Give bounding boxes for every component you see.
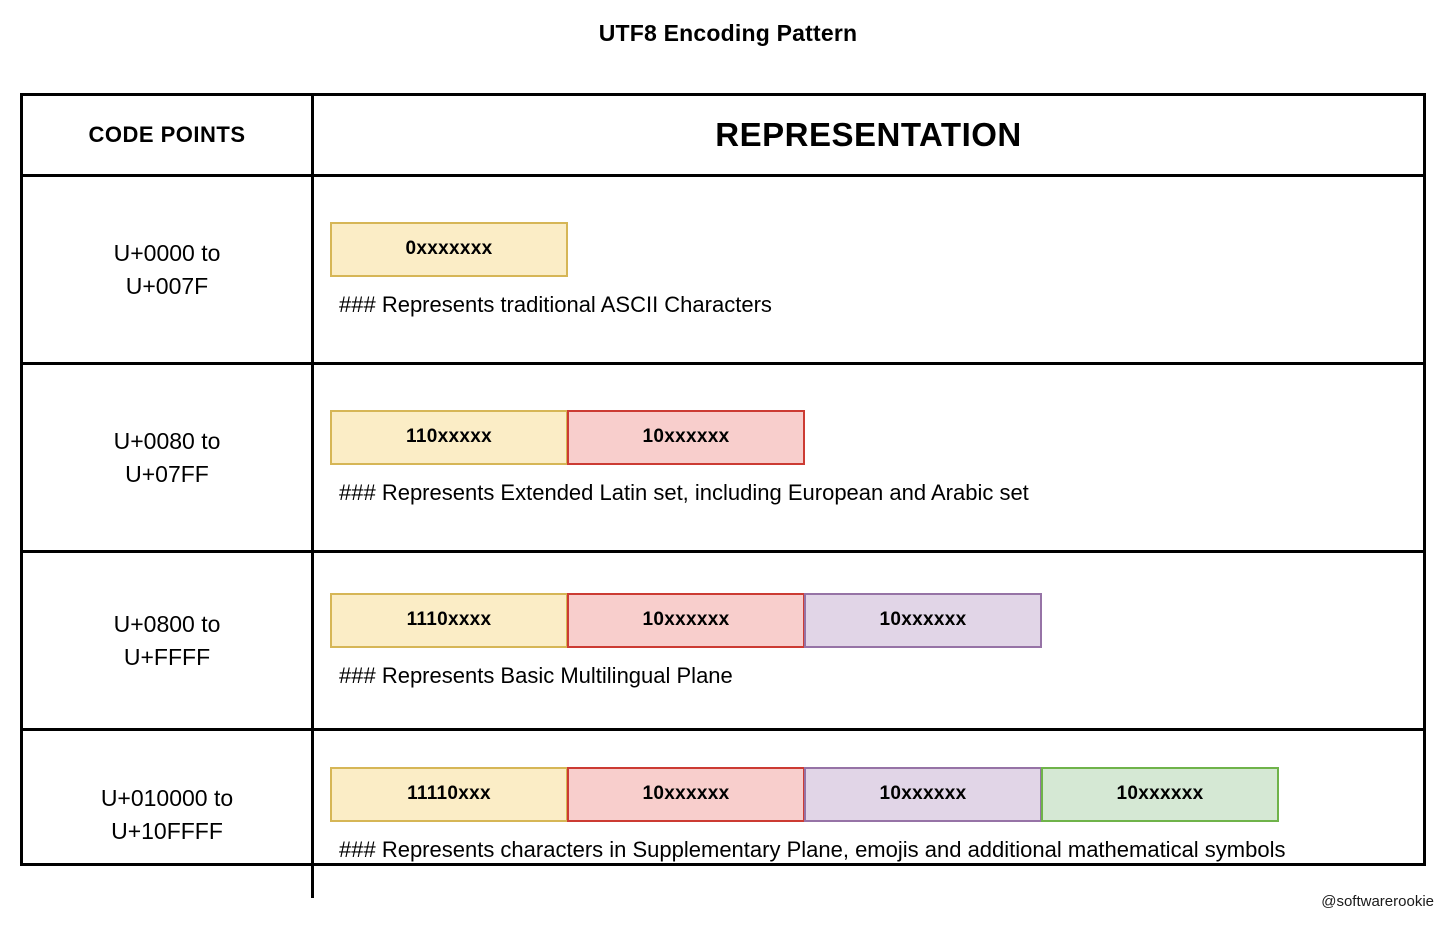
- codepoint-range: U+0080 to U+07FF: [114, 425, 221, 491]
- cell-representation: 11110xxx 10xxxxxx 10xxxxxx 10xxxxxx ### …: [314, 731, 1423, 898]
- byte-strip: 0xxxxxxx: [330, 221, 1423, 277]
- codepoint-range: U+0800 to U+FFFF: [114, 608, 221, 674]
- cell-code-points: U+0000 to U+007F: [23, 177, 314, 362]
- byte-box-leading: 110xxxxx: [330, 409, 568, 465]
- codepoint-range-line2: U+10FFFF: [111, 817, 223, 844]
- cell-representation: 110xxxxx 10xxxxxx ### Represents Extende…: [314, 365, 1423, 550]
- header-cell-representation: REPRESENTATION: [314, 96, 1423, 174]
- byte-box-continuation: 10xxxxxx: [804, 592, 1042, 648]
- utf8-encoding-table: CODE POINTS REPRESENTATION U+0000 to U+0…: [20, 93, 1426, 898]
- table-row: U+0000 to U+007F 0xxxxxxx ### Represents…: [23, 177, 1423, 365]
- codepoint-range-line2: U+FFFF: [123, 643, 211, 670]
- table-row: U+0800 to U+FFFF 1110xxxx 10xxxxxx 10xxx…: [23, 553, 1423, 731]
- header-label-code-points: CODE POINTS: [88, 122, 246, 147]
- byte-box-continuation: 10xxxxxx: [567, 409, 805, 465]
- byte-box-leading: 0xxxxxxx: [330, 221, 568, 277]
- byte-strip: 11110xxx 10xxxxxx 10xxxxxx 10xxxxxx: [330, 766, 1423, 822]
- cell-code-points: U+0080 to U+07FF: [23, 365, 314, 550]
- row-description: ### Represents traditional ASCII Charact…: [339, 291, 772, 317]
- row-description: ### Represents Basic Multilingual Plane: [339, 662, 733, 688]
- cell-code-points: U+0800 to U+FFFF: [23, 553, 314, 728]
- codepoint-range-line2: U+007F: [125, 272, 209, 299]
- row-description: ### Represents Extended Latin set, inclu…: [339, 479, 1029, 505]
- byte-box-continuation: 10xxxxxx: [567, 592, 805, 648]
- watermark-handle: @softwarerookie: [1321, 893, 1434, 910]
- byte-box-leading: 11110xxx: [330, 766, 568, 822]
- codepoint-range: U+0000 to U+007F: [114, 237, 221, 303]
- table-header-row: CODE POINTS REPRESENTATION: [23, 96, 1423, 177]
- byte-strip: 110xxxxx 10xxxxxx: [330, 409, 1423, 465]
- byte-box-leading: 1110xxxx: [330, 592, 568, 648]
- byte-box-continuation: 10xxxxxx: [804, 766, 1042, 822]
- codepoint-range: U+010000 to U+10FFFF: [101, 782, 233, 848]
- codepoint-range-line1: U+010000 to: [100, 784, 234, 811]
- codepoint-range-line1: U+0000 to: [113, 239, 221, 266]
- table-row: U+010000 to U+10FFFF 11110xxx 10xxxxxx 1…: [23, 731, 1423, 898]
- header-cell-code-points: CODE POINTS: [23, 96, 314, 174]
- row-description: ### Represents characters in Supplementa…: [339, 836, 1286, 862]
- page-title: UTF8 Encoding Pattern: [598, 20, 858, 46]
- codepoint-range-line1: U+0800 to: [113, 610, 221, 637]
- codepoint-range-line2: U+07FF: [125, 460, 209, 487]
- header-label-representation: REPRESENTATION: [715, 116, 1022, 153]
- cell-representation: 0xxxxxxx ### Represents traditional ASCI…: [314, 177, 1423, 362]
- byte-box-continuation: 10xxxxxx: [1041, 766, 1279, 822]
- cell-code-points: U+010000 to U+10FFFF: [23, 731, 314, 898]
- table-row: U+0080 to U+07FF 110xxxxx 10xxxxxx ### R…: [23, 365, 1423, 553]
- codepoint-range-line1: U+0080 to: [113, 427, 221, 454]
- byte-strip: 1110xxxx 10xxxxxx 10xxxxxx: [330, 592, 1423, 648]
- byte-box-continuation: 10xxxxxx: [567, 766, 805, 822]
- cell-representation: 1110xxxx 10xxxxxx 10xxxxxx ### Represent…: [314, 553, 1423, 728]
